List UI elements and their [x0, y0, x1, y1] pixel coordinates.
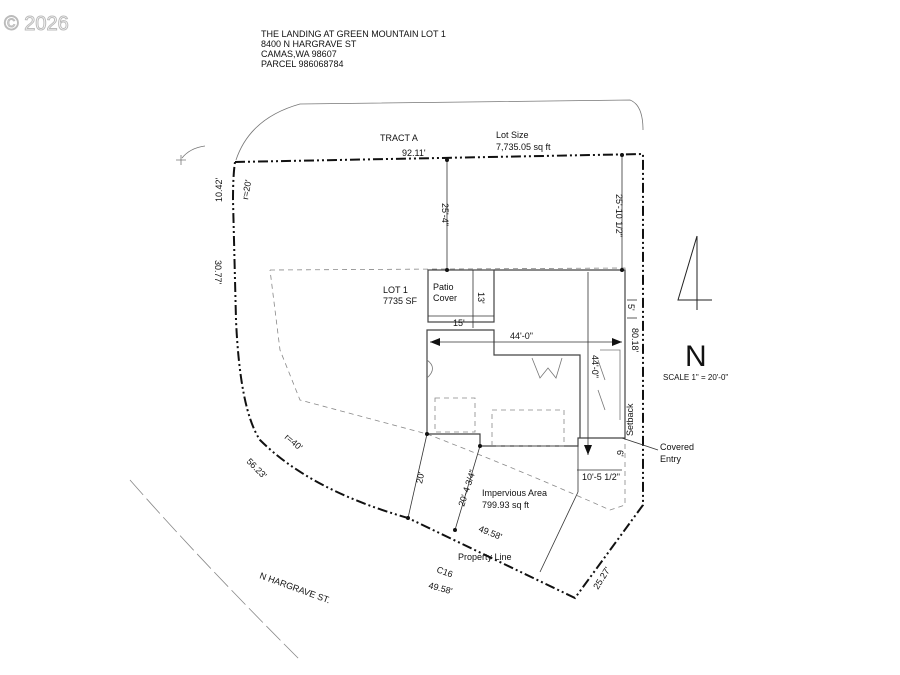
- lot-name: LOT 1: [383, 285, 408, 295]
- impervious-label: Impervious Area: [482, 488, 547, 498]
- house-footprint: [426, 269, 626, 447]
- reference-mark: [176, 145, 206, 165]
- dim-side-setback: 5': [626, 304, 636, 311]
- impervious-value: 799.93 sq ft: [482, 500, 530, 510]
- patio-label-2: Cover: [433, 293, 457, 303]
- patio-label-1: Patio: [433, 282, 454, 292]
- dim-house-depth: 44'-0": [590, 355, 600, 378]
- dim-corner-arc: 10.42': [214, 177, 224, 202]
- lot-size-label: Lot Size: [496, 130, 529, 140]
- north-arrow-icon: [677, 235, 712, 310]
- lot-boundary: [231, 152, 644, 600]
- dim-rear-setback-left: 20': [414, 471, 426, 485]
- dim-bottom-segment: 49.58': [477, 524, 503, 542]
- setback-label: Setback: [625, 403, 635, 436]
- dim-front-setback-left: 25'-4": [440, 203, 450, 226]
- curve-segment-dim: 49.58': [427, 580, 453, 596]
- dim-left-side: 30.77': [213, 260, 223, 285]
- covered-entry-label-2: Entry: [660, 454, 682, 464]
- dim-curve-radius: r=40': [283, 432, 305, 453]
- setback-line: [269, 267, 626, 511]
- title-line-1: THE LANDING AT GREEN MOUNTAIN LOT 1: [261, 29, 446, 39]
- dim-patio-width: 15': [453, 318, 465, 328]
- dimension-lines: [406, 153, 659, 573]
- dim-patio-depth: 13': [476, 292, 486, 304]
- tract-outline: [235, 99, 644, 161]
- dim-entry-width: 10'-5 1/2": [582, 472, 620, 482]
- title-line-4: PARCEL 986068784: [261, 59, 344, 69]
- title-line-2: 8400 N HARGRAVE ST: [261, 39, 357, 49]
- dim-entry-depth: 6': [615, 450, 625, 457]
- scale-label: SCALE 1" = 20'-0": [663, 373, 728, 382]
- north-label: N: [685, 340, 707, 373]
- title-line-3: CAMAS,WA 98607: [261, 49, 337, 59]
- lot-sf: 7735 SF: [383, 296, 418, 306]
- lot-size-value: 7,735.05 sq ft: [496, 142, 551, 152]
- dim-front-setback-right: 25'-10 1/2": [614, 194, 624, 237]
- tract-label: TRACT A: [380, 133, 418, 143]
- street-curb: [129, 479, 301, 661]
- dim-right-side: 80.18': [630, 328, 640, 353]
- title-block: THE LANDING AT GREEN MOUNTAIN LOT 1 8400…: [261, 29, 446, 69]
- dim-house-width: 44'-0": [510, 331, 533, 341]
- covered-entry-label-1: Covered: [660, 442, 694, 452]
- dim-rear-setback-right: 20'-4 3/4": [456, 468, 477, 507]
- dim-diagonal: 25.27': [591, 565, 612, 591]
- property-line-label: Property Line: [458, 552, 512, 562]
- dim-top: 92.11': [402, 148, 426, 158]
- dim-corner-radius: r=20': [240, 179, 253, 201]
- street-label: N HARGRAVE ST.: [258, 570, 331, 605]
- curve-id: C16: [435, 564, 454, 579]
- dim-curve-length: 56.23': [245, 456, 269, 480]
- watermark: © 2026: [4, 13, 69, 35]
